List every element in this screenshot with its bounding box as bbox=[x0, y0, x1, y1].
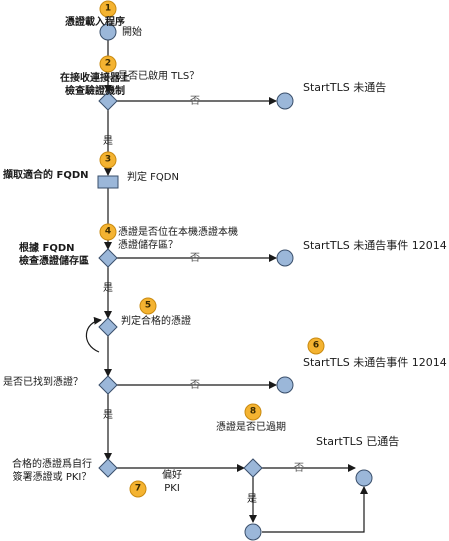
question-cert-store-line2: 憑證儲存區？ bbox=[118, 240, 178, 251]
process-determine-fqdn bbox=[97, 175, 119, 189]
step-4-label-line2: 檢查憑證儲存區 bbox=[19, 256, 89, 267]
end-node-event-12014-b bbox=[276, 376, 294, 394]
question-cert-found: 是否已找到憑證？ bbox=[3, 377, 83, 388]
decision-qualified-cert bbox=[98, 317, 118, 337]
decision-self-signed bbox=[98, 458, 118, 478]
step-badge-4: 4 bbox=[99, 223, 117, 241]
start-label: 開始 bbox=[122, 27, 142, 38]
no-label: 否 bbox=[294, 463, 304, 474]
no-label: 否 bbox=[190, 253, 200, 264]
yes-label: 是 bbox=[103, 283, 113, 294]
step-5-label: 判定合格的憑證 bbox=[121, 316, 191, 327]
yes-label: 是 bbox=[247, 494, 257, 505]
question-self-signed-line1: 合格的憑證爲自行 bbox=[12, 459, 92, 470]
step-badge-8: 8 bbox=[244, 403, 262, 421]
decision-cert-found bbox=[98, 375, 118, 395]
step-badge-2: 2 bbox=[99, 55, 117, 73]
step-4-label-line1: 根據 FQDN bbox=[19, 243, 75, 254]
question-self-signed-line2: 簽署憑證或 PKI？ bbox=[12, 472, 92, 483]
question-tls: 是否已啟用 TLS？ bbox=[118, 71, 200, 82]
loop-arrow bbox=[85, 316, 102, 353]
question-cert-store-line1: 憑證是否位在本機憑證本機 bbox=[118, 227, 238, 238]
node-expired-yes bbox=[244, 523, 262, 541]
step-2-label-line2: 檢查驗證機制 bbox=[65, 86, 125, 97]
result-not-advertised: StartTLS 未通告 bbox=[303, 81, 387, 94]
step-1-label: 憑證載入程序 bbox=[65, 17, 125, 28]
return-line bbox=[262, 486, 368, 533]
prefer-pki-line1: 偏好 bbox=[162, 470, 182, 481]
result-event-12014: StartTLS 未通告事件 12014 bbox=[303, 239, 447, 252]
prefer-pki-line2: PKI bbox=[164, 483, 180, 494]
no-label: 否 bbox=[190, 96, 200, 107]
yes-label: 是 bbox=[103, 136, 113, 147]
step-badge-5: 5 bbox=[139, 297, 157, 315]
step-badge-1: 1 bbox=[99, 0, 117, 18]
yes-label: 是 bbox=[103, 410, 113, 421]
end-node-advertised bbox=[355, 469, 373, 487]
decision-cert-store bbox=[98, 248, 118, 268]
no-label: 否 bbox=[190, 380, 200, 391]
step-8-label: 憑證是否已過期 bbox=[216, 422, 286, 433]
step-badge-7: 7 bbox=[129, 480, 147, 498]
decision-tls bbox=[98, 91, 118, 111]
step-badge-3: 3 bbox=[99, 151, 117, 169]
step-3-label: 擷取適合的 FQDN bbox=[3, 170, 89, 181]
determine-fqdn-label: 判定 FQDN bbox=[127, 172, 179, 183]
step-6-label: StartTLS 未通告事件 12014 bbox=[303, 356, 447, 369]
step-2-label-line1: 在接收連接器上 bbox=[60, 73, 130, 84]
start-node bbox=[99, 23, 117, 41]
step-badge-6: 6 bbox=[307, 337, 325, 355]
result-advertised: StartTLS 已通告 bbox=[316, 435, 400, 448]
end-node-event-12014 bbox=[276, 249, 294, 267]
decision-expired bbox=[243, 458, 263, 478]
end-node-not-advertised bbox=[276, 92, 294, 110]
